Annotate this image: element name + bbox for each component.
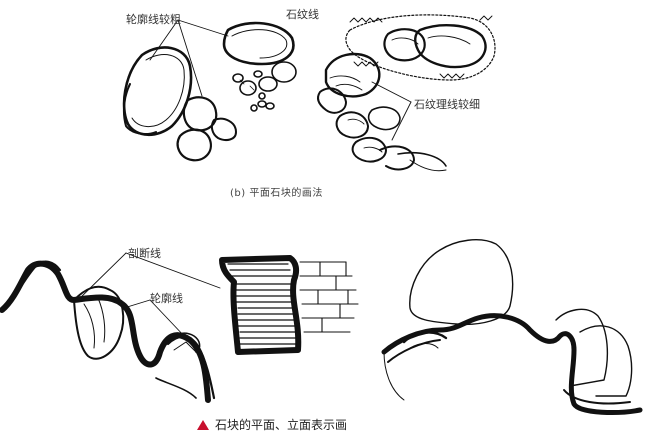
plan-small-pebbles xyxy=(232,61,297,112)
plan-stone-cluster-right xyxy=(317,14,496,172)
elevation-section-outline-left xyxy=(0,260,216,403)
plan-stone-large-left xyxy=(122,46,193,137)
elevation-stone-group-right xyxy=(381,239,643,415)
label-texture-thin: 石纹理线较细 xyxy=(414,98,480,111)
plan-stone-texture-strokes xyxy=(329,15,493,153)
figure-caption-text: 石块的平面、立面表示画 xyxy=(215,418,348,432)
label-section-line: 剖断线 xyxy=(128,247,161,260)
bottom-leader-lines xyxy=(77,252,221,339)
elevation-boulder-left xyxy=(73,285,125,360)
pebble-leaf-strokes xyxy=(239,79,255,91)
section-hatch-column xyxy=(219,255,302,355)
label-outline-thick: 轮廓线较粗 xyxy=(126,13,181,26)
plan-stone-top-oval xyxy=(222,21,295,66)
figure-caption: 石块的平面、立面表示画 xyxy=(197,416,347,433)
top-leader-lines xyxy=(149,19,412,141)
brick-wall-sketch xyxy=(299,261,359,333)
plan-stone-medium-left xyxy=(176,96,237,162)
label-stone-texture: 石纹线 xyxy=(286,8,319,21)
label-outline: 轮廓线 xyxy=(150,292,183,305)
red-triangle-icon xyxy=(197,420,209,430)
elevation-small-stone xyxy=(167,332,201,353)
top-panel-caption: (b) 平面石块的画法 xyxy=(230,188,323,199)
